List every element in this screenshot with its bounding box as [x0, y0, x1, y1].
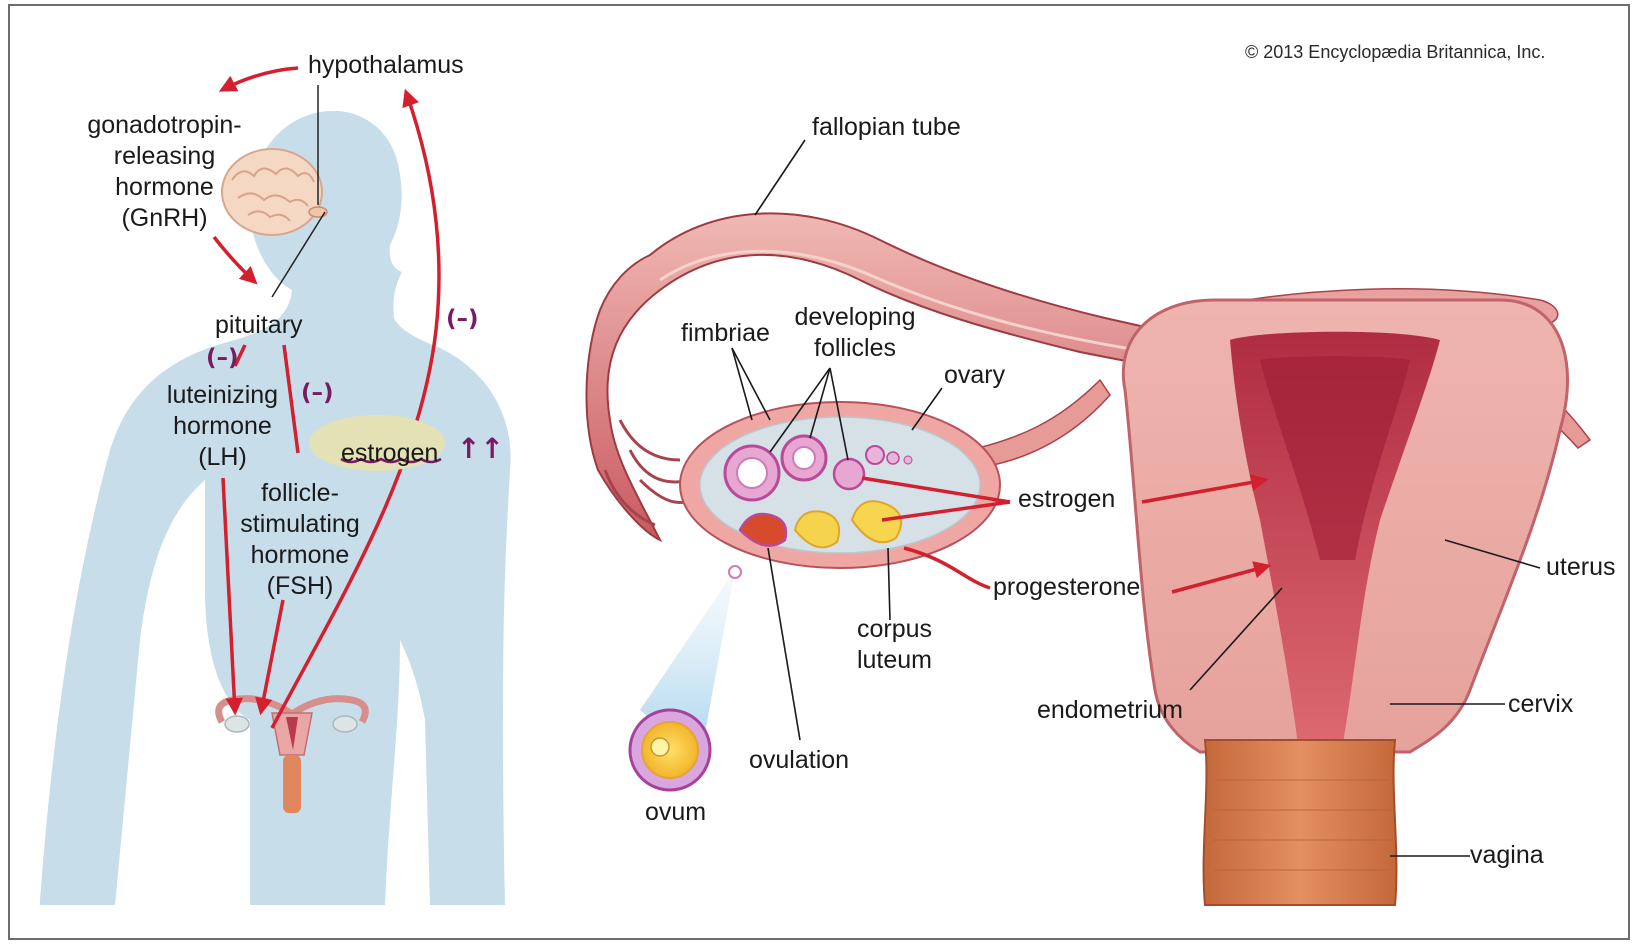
- estrogen-right-label: estrogen: [1018, 484, 1115, 515]
- hypothalamus-label: hypothalamus: [308, 50, 464, 81]
- cervix-label: cervix: [1508, 689, 1573, 720]
- ovum-illustration: [630, 566, 741, 790]
- ovum-label: ovum: [645, 797, 706, 828]
- hypothalamus-to-gnrh-arrow: [222, 68, 298, 90]
- corpus-luteum-label: corpus luteum: [842, 614, 947, 676]
- ovary-illustration: [680, 402, 1000, 568]
- copyright-notice: © 2013 Encyclopædia Britannica, Inc.: [1245, 42, 1545, 63]
- pituitary-label: pituitary: [215, 310, 303, 341]
- follicle-small: [834, 459, 864, 489]
- developing-follicles-label: developing follicles: [790, 302, 920, 364]
- progesterone-label: progesterone: [993, 572, 1140, 603]
- estrogen-left-label: estrogen: [341, 438, 438, 469]
- endometrium-label: endometrium: [1037, 695, 1183, 726]
- gnrh-label: gonadotropin- releasing hormone (GnRH): [72, 110, 257, 234]
- lh-negative-feedback-annotation: (–): [206, 345, 239, 371]
- fimbriae-label: fimbriae: [681, 318, 770, 349]
- fsh-label: follicle- stimulating hormone (FSH): [225, 478, 375, 602]
- uterus-label: uterus: [1546, 552, 1615, 583]
- fallopian-tube-label: fallopian tube: [812, 112, 961, 143]
- estrogen-increase-annotation: ↑↑: [457, 432, 504, 465]
- vagina-label: vagina: [1470, 840, 1544, 871]
- ovulation-label: ovulation: [749, 745, 849, 776]
- fsh-negative-feedback-annotation: (–): [301, 380, 334, 406]
- ovary-label: ovary: [944, 360, 1005, 391]
- lh-label: luteinizing hormone (LH): [155, 380, 290, 473]
- uterus-illustration: [1123, 300, 1567, 905]
- gnrh-to-pituitary-arrow: [214, 237, 255, 282]
- vagina-shape: [1204, 740, 1397, 905]
- estrogen-negative-feedback-annotation: (–): [446, 306, 479, 332]
